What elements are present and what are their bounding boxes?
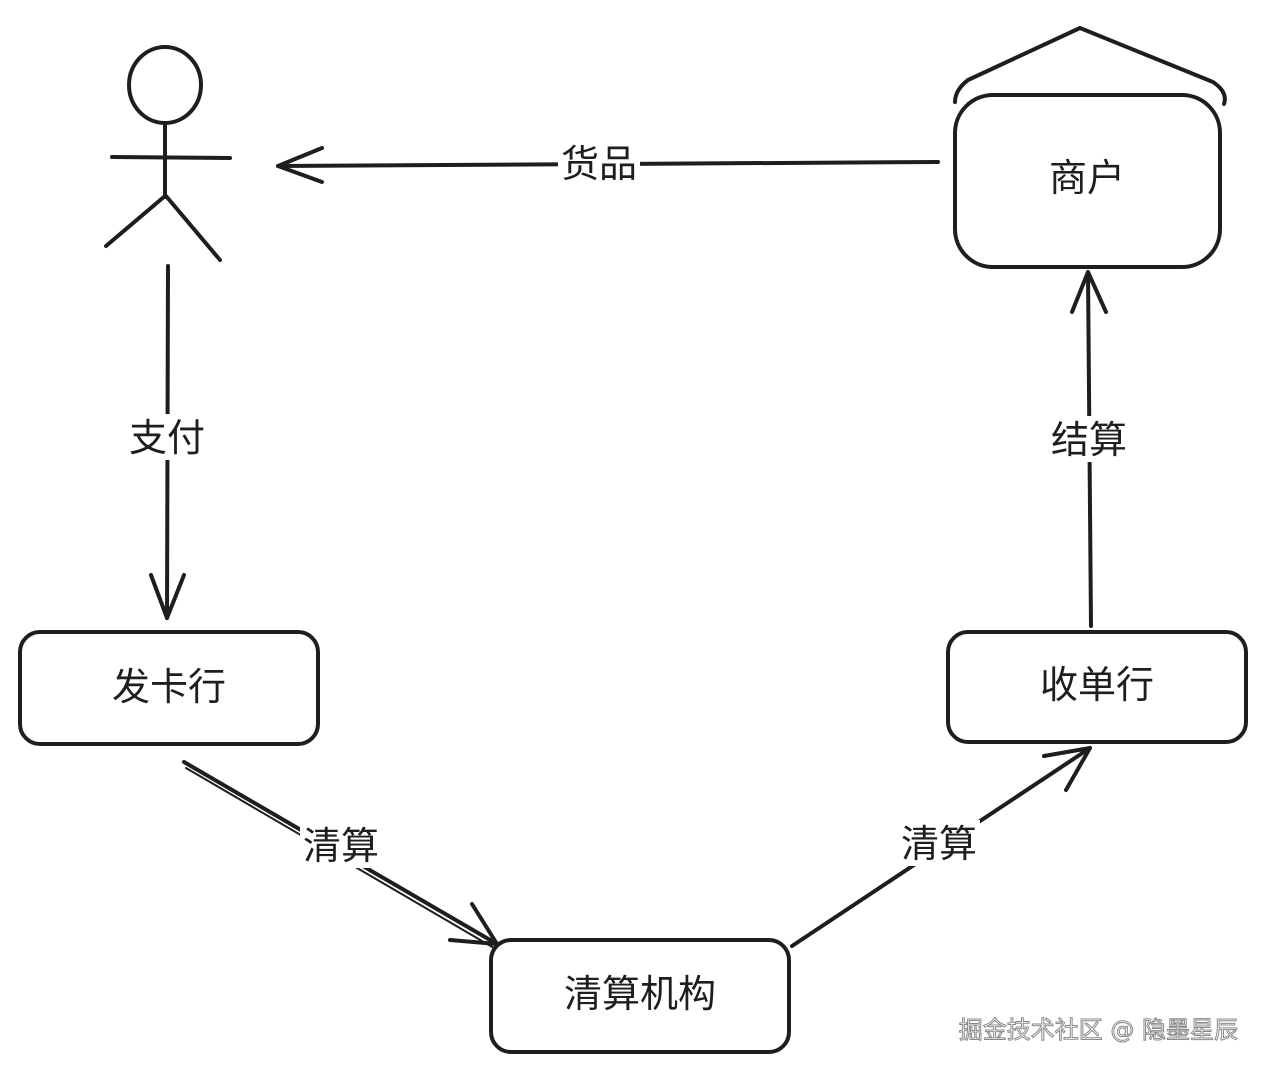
acquirer-node: 收单行 [946, 630, 1248, 744]
clearing-in-arrow: 清算 [182, 760, 499, 949]
store-roof-icon [953, 26, 1227, 106]
clearing-out-arrow: 清算 [790, 746, 1092, 948]
settlement-label: 结算 [1051, 418, 1127, 462]
merchant-label: 商户 [1049, 156, 1125, 200]
settlement-arrow: 结算 [1048, 270, 1130, 628]
watermark: 掘金技术社区 @ 隐墨星辰 [959, 1016, 1238, 1044]
clearing-in-label: 清算 [303, 824, 379, 868]
stick-figure-icon [104, 45, 232, 262]
issuer-node: 发卡行 [18, 630, 320, 746]
goods-arrow: 货品 [276, 140, 940, 186]
payment-arrow: 支付 [126, 264, 208, 620]
payment-label: 支付 [129, 416, 205, 460]
issuer-label: 发卡行 [112, 665, 226, 709]
clearing-out-label: 清算 [901, 822, 977, 866]
clearing-label: 清算机构 [564, 972, 716, 1016]
goods-label: 货品 [561, 142, 637, 186]
acquirer-label: 收单行 [1040, 663, 1154, 707]
clearing-node: 清算机构 [489, 938, 791, 1054]
merchant-node: 商户 [953, 26, 1227, 269]
